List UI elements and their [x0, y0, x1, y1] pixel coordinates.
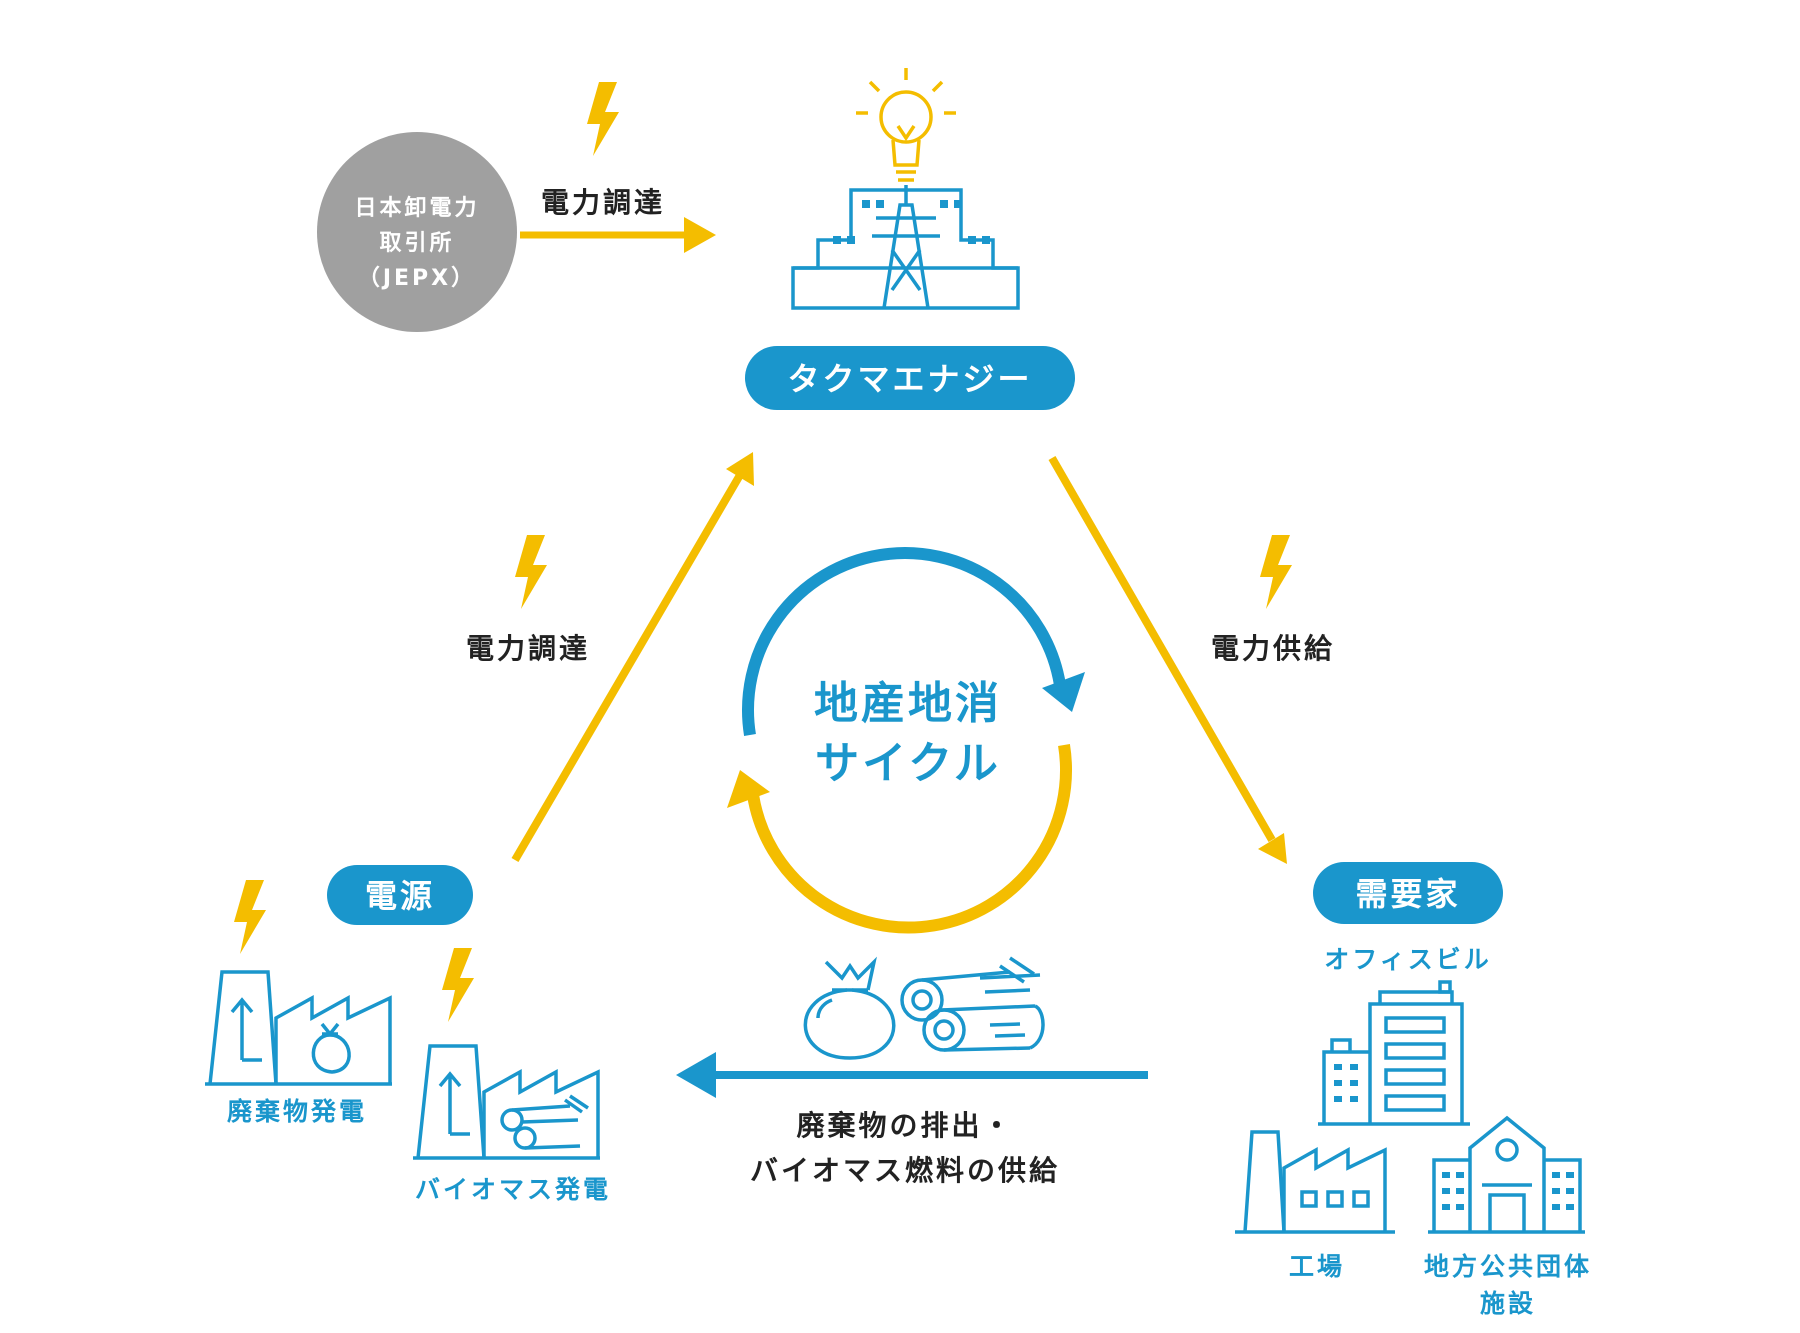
jepx-label-line1: 日本卸電力 — [354, 195, 479, 221]
takuma-building-icon — [791, 68, 1020, 310]
public-facility-label-line1: 地方公共団体 — [1424, 1252, 1592, 1281]
public-facility-icon — [1428, 1115, 1585, 1234]
cycle-label-line2: サイクル — [815, 738, 1001, 789]
garbage-bag-icon — [803, 956, 896, 1060]
lightning-icon — [587, 82, 619, 156]
office-building-label: オフィスビル — [1324, 945, 1492, 974]
jepx-node: 日本卸電力 取引所 （JEPX） — [317, 132, 517, 332]
power-source-badge: 電源 — [327, 865, 473, 925]
local-production-cycle: 地産地消 サイクル — [727, 547, 1085, 934]
jepx-label-line2: 取引所 — [379, 231, 454, 256]
factory-label: 工場 — [1289, 1252, 1345, 1281]
factory-icon — [1235, 1130, 1395, 1234]
source-arrow-label: 電力調達 — [466, 632, 590, 665]
lightning-icon — [234, 880, 266, 954]
customers-arrow-label: 電力供給 — [1211, 632, 1335, 665]
jepx-to-takuma-arrow — [520, 217, 716, 253]
lightning-icon — [442, 948, 474, 1022]
waste-power-plant-icon — [205, 970, 392, 1086]
waste-biomass-flow-arrow — [676, 1052, 1148, 1098]
jepx-arrow-label: 電力調達 — [541, 186, 665, 219]
flow-label-line2: バイオマス燃料の供給 — [750, 1154, 1060, 1187]
waste-power-label: 廃棄物発電 — [227, 1097, 367, 1126]
biomass-power-label: バイオマス発電 — [415, 1175, 611, 1204]
source-to-takuma-arrow — [511, 452, 754, 863]
cycle-label-line1: 地産地消 — [814, 678, 1002, 729]
office-building-icon — [1318, 980, 1470, 1126]
public-facility-label-line2: 施設 — [1480, 1289, 1536, 1318]
customers-badge: 需要家 — [1313, 862, 1503, 924]
lightning-icon — [1260, 535, 1292, 609]
customers-label: 需要家 — [1355, 875, 1460, 913]
takuma-to-customers-arrow — [1048, 456, 1287, 864]
takuma-energy-label: タクマエナジー — [787, 360, 1032, 398]
power-source-label: 電源 — [365, 877, 435, 915]
biomass-power-plant-icon — [413, 1044, 600, 1160]
flow-label-line1: 廃棄物の排出・ — [796, 1109, 1013, 1142]
lightning-icon — [515, 535, 547, 609]
takuma-energy-badge: タクマエナジー — [745, 346, 1075, 410]
jepx-label-line3: （JEPX） — [358, 266, 476, 291]
logs-icon — [900, 956, 1045, 1052]
